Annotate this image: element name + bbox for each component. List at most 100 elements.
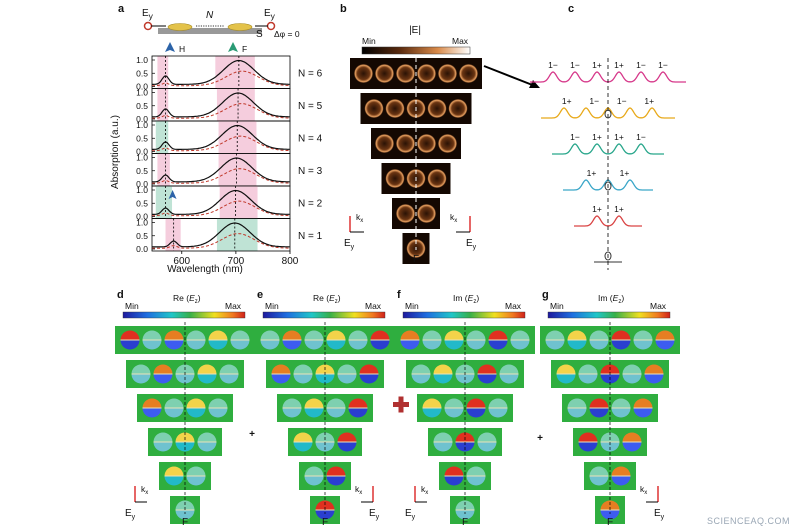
charge-label: 1+ [592,204,602,214]
charge-label: 1− [617,96,627,106]
field-lobe-top [186,398,206,408]
field-row-n2 [584,462,636,490]
s-label: S [256,29,263,40]
kx-label: kx [356,212,363,224]
panel-e-colorbar [262,311,386,319]
field-lobe-bottom [337,442,357,452]
field-lobe-top [545,330,565,340]
field-lobe-top [186,330,206,340]
ey-right-label: Ey [264,8,276,21]
field-lobe-bottom [337,374,357,384]
field-lobe-bottom [567,408,587,418]
field-lobe-bottom [644,374,664,384]
field-lobe-top [230,330,250,340]
dashed-spectrum-line [152,103,290,119]
substrate-bar [158,28,262,34]
field-lobe-bottom [600,510,620,520]
panel-g-max-label: Max [650,301,667,311]
field-lobe-bottom [589,340,609,350]
field-lobe-bottom [578,442,598,452]
watermark: SCIENCEAQ.COM [707,516,790,526]
field-lobe-top [326,466,346,476]
particle-glow [417,64,436,83]
field-lobe-bottom [197,442,217,452]
solid-spectrum-line [152,92,290,118]
field-lobe-top [153,364,173,374]
field-lobe-bottom [622,442,642,452]
field-lobe-top [370,330,390,340]
spectrum-row-1: 1.00.50.0N = 1 [136,218,322,255]
field-lobe-bottom [488,340,508,350]
panel-b-min-label: Min [362,36,376,46]
particle-glow [364,99,384,118]
field-lobe-bottom [510,340,530,350]
ey-label: Ey [654,508,665,521]
panel-label-b: b [340,3,347,15]
y-tick-label: 0.0 [136,179,148,189]
spectrum-row-6: 1.00.50.0N = 6 [136,55,322,92]
field-lobe-top [611,330,631,340]
field-lobe-top [271,364,291,374]
field-lobe-top [611,398,631,408]
field-lobe-bottom [326,340,346,350]
y-tick-label: 0.0 [136,244,148,254]
kx-label: kx [421,484,428,496]
charge-distribution-diagram: 1−1−1+1+1−1−1+1−1−1+1−1+1+1−1+1+1+1+ [530,58,686,270]
field-lobe-top [611,466,631,476]
field-lobe-bottom [422,408,442,418]
panel-label-c: c [568,3,574,15]
charge-label: 1− [548,60,558,70]
spectrum-row-4: 1.00.50.0N = 4 [136,120,322,157]
h-band [157,88,169,121]
field-row-n1 [450,496,480,524]
field-lobe-top [326,330,346,340]
ey-label: Ey [344,238,355,251]
panel-g-f-label: F [607,517,613,528]
charge-curve-n6: 1−1−1+1+1−1− [530,60,686,83]
field-lobe-bottom [153,442,173,452]
charge-label: 1+ [614,204,624,214]
panel-f-max-label: Max [505,301,522,311]
panel-e-f-label: F [322,517,328,528]
field-lobe-top [655,330,675,340]
f-band [218,153,257,186]
particle-glow [459,64,478,83]
field-lobe-top [142,330,162,340]
h-band [155,121,169,154]
charge-label: 1+ [587,168,597,178]
field-lobe-top [589,330,609,340]
field-lobe-bottom [633,408,653,418]
solid-spectrum-line [152,189,290,215]
y-tick-label: 0.5 [136,166,148,176]
field-lobe-top [315,500,335,510]
panel-e-title: Re (Ez) [313,293,341,305]
panel-g-title: Im (Ez) [598,293,624,305]
field-lobe-top [304,466,324,476]
field-lobe-bottom [600,442,620,452]
field-lobe-bottom [466,408,486,418]
f-marker-icon [228,42,238,52]
charge-label: 1+ [614,132,624,142]
field-lobe-top [120,330,140,340]
field-lobe-bottom [186,340,206,350]
field-lobe-top [175,500,195,510]
y-tick-label: 0.5 [136,68,148,78]
n-label-row: N = 2 [298,198,323,209]
field-lobe-top [433,364,453,374]
charge-label: 1− [658,60,668,70]
kx-label: kx [450,212,457,224]
field-lobe-bottom [488,408,508,418]
field-lobe-top [466,330,486,340]
field-lobe-top [304,330,324,340]
field-lobe-top [400,330,420,340]
charge-label: 1+ [592,132,602,142]
particle-glow [385,169,405,188]
field-lobe-bottom [455,442,475,452]
field-lobe-top [633,330,653,340]
field-lobe-bottom [422,340,442,350]
field-lobe-top [260,330,280,340]
panel-b-colorbar-title: |E| [409,25,421,36]
